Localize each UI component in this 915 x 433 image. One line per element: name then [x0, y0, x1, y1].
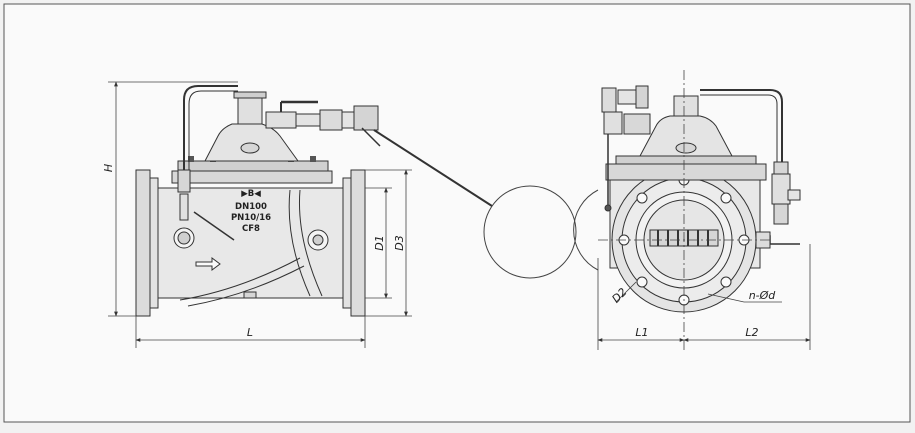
dim-length-label: L — [247, 326, 253, 339]
right-flange — [350, 169, 366, 317]
dim-height-label: H — [102, 164, 115, 172]
dim-d1-label: D1 — [373, 235, 386, 250]
dim-l2-label: L2 — [745, 326, 758, 339]
ball-valve — [265, 111, 297, 129]
dim-bolt-holes-label: n-Ød — [749, 289, 777, 302]
flow-direction-mark: ▶B◀ — [241, 189, 261, 199]
pressure-mark: PN10/16 — [231, 213, 271, 223]
side-pilot-tubing — [700, 89, 783, 162]
dim-d3-label: D3 — [393, 235, 406, 250]
front-dimensions — [108, 81, 412, 348]
size-mark: DN100 — [235, 202, 267, 212]
float-rod — [373, 129, 493, 207]
side-view — [601, 85, 801, 313]
pilot-tubing — [183, 85, 238, 170]
flow-arrow — [195, 257, 221, 271]
bonnet-plate — [177, 160, 329, 172]
side-dimensions — [597, 70, 811, 350]
material-mark: CF8 — [242, 224, 260, 234]
left-flange — [135, 169, 151, 317]
front-view — [135, 85, 493, 317]
dim-l1-label: L1 — [635, 326, 648, 339]
float-ball — [483, 185, 577, 279]
float-ball-partial — [573, 189, 599, 271]
